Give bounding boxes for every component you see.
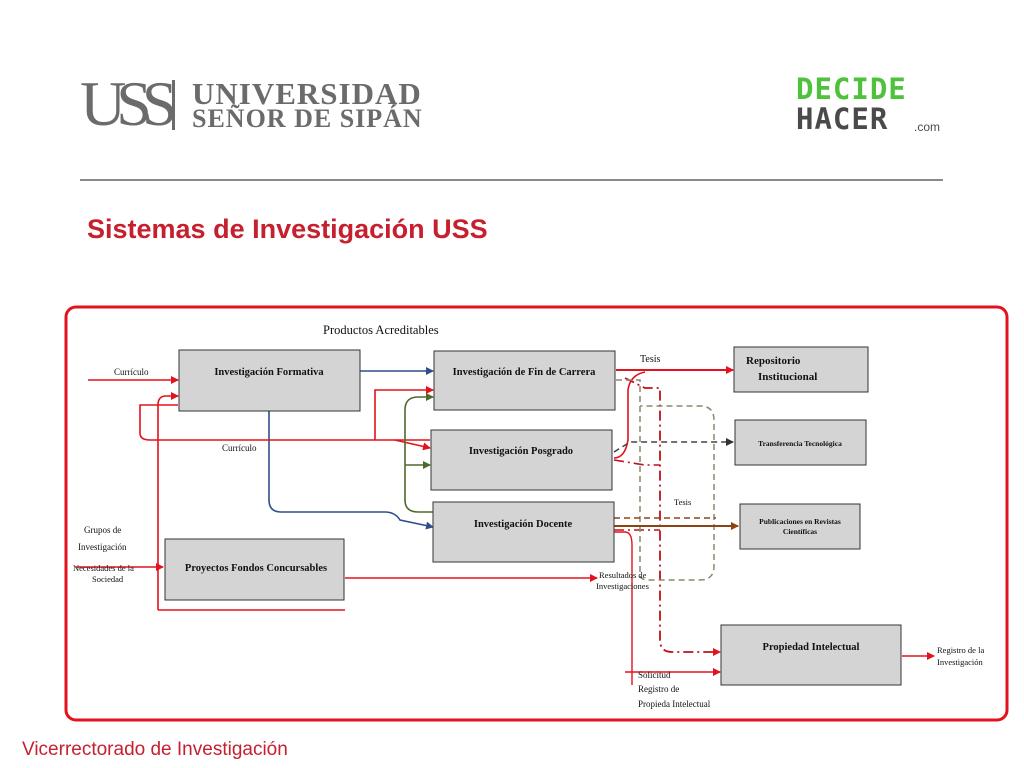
label-resultados-1: Resultados de — [599, 570, 647, 580]
logo-separator — [172, 80, 175, 130]
productos-label: Productos Acreditables — [323, 323, 439, 337]
olive-dashed-loop — [616, 379, 715, 581]
label-solicitud-3: Propieda Intelectual — [638, 699, 711, 709]
footer-text: Vicerrectorado de Investigación — [22, 739, 288, 760]
box-docente — [432, 501, 615, 563]
box-transferencia — [734, 419, 867, 466]
decide-hacer-logo: DECIDE HACER .com — [796, 74, 946, 136]
header-divider — [80, 179, 943, 181]
box-fin-carrera — [433, 350, 616, 411]
label-repositorio-1: Repositorio — [746, 355, 801, 367]
label-registro-2: Investigación — [937, 657, 984, 667]
diagram-frame — [64, 305, 1009, 722]
label-resultados-2: Investigaciones — [596, 581, 649, 591]
page-title: Sistemas de Investigación USS — [87, 214, 488, 244]
decide-logo-suffix: .com — [914, 120, 941, 134]
box-propiedad — [720, 624, 902, 686]
label-transferencia: Transferencia Tecnológica — [758, 439, 842, 448]
uss-logo-line2: SEÑOR DE SIPÁN — [192, 104, 423, 133]
label-repositorio-2: Institucional — [758, 371, 817, 383]
label-curriculo-1: Currículo — [114, 367, 149, 377]
uss-logo: USS UNIVERSIDAD SEÑOR DE SIPÁN — [80, 68, 440, 139]
red-feedback-line — [157, 392, 179, 610]
box-fondos — [164, 538, 345, 601]
formativa-to-docente — [268, 411, 434, 530]
box-posgrado — [430, 429, 613, 491]
formativa-to-posgrado — [139, 404, 430, 441]
label-publicaciones-1: Publicaciones en Revistas — [759, 517, 841, 526]
label-grupos-1: Grupos de — [84, 525, 121, 535]
decide-logo-line1: DECIDE — [796, 72, 907, 106]
to-transferencia — [613, 438, 734, 453]
boxes — [164, 346, 902, 686]
label-publicaciones-2: Científicas — [783, 527, 817, 536]
box-publicaciones — [739, 503, 861, 550]
label-fin-carrera: Investigación de Fin de Carrera — [453, 367, 596, 378]
red-dashdot-spine — [624, 377, 721, 656]
label-propiedad: Propiedad Intelectual — [763, 642, 860, 653]
uss-monogram: USS — [80, 68, 177, 139]
label-solicitud-1: Solicitud — [638, 670, 671, 680]
uss-logo-line1: UNIVERSIDAD — [192, 76, 422, 111]
green-loop — [404, 393, 434, 513]
connectors — [76, 366, 935, 685]
label-formativa: Investigación Formativa — [214, 367, 324, 378]
label-grupos-2: Investigación — [78, 542, 127, 552]
red-loop-to-fin-carrera — [374, 386, 434, 440]
label-necesidades-2: Sociedad — [92, 574, 124, 584]
label-tesis-2: Tesis — [674, 497, 691, 507]
box-repositorio — [733, 346, 869, 393]
label-necesidades-1: Necesidades de la — [73, 563, 134, 573]
decide-logo-line2: HACER — [796, 102, 889, 136]
label-docente: Investigación Docente — [474, 519, 573, 530]
label-posgrado: Investigación Posgrado — [469, 446, 573, 457]
label-curriculo-2: Currículo — [222, 443, 257, 453]
label-solicitud-2: Registro de — [638, 684, 679, 694]
box-formativa — [178, 349, 361, 412]
label-tesis-1: Tesis — [640, 354, 661, 365]
label-fondos: Proyectos Fondos Concursables — [185, 563, 327, 574]
label-registro-1: Registro de la — [937, 645, 984, 655]
